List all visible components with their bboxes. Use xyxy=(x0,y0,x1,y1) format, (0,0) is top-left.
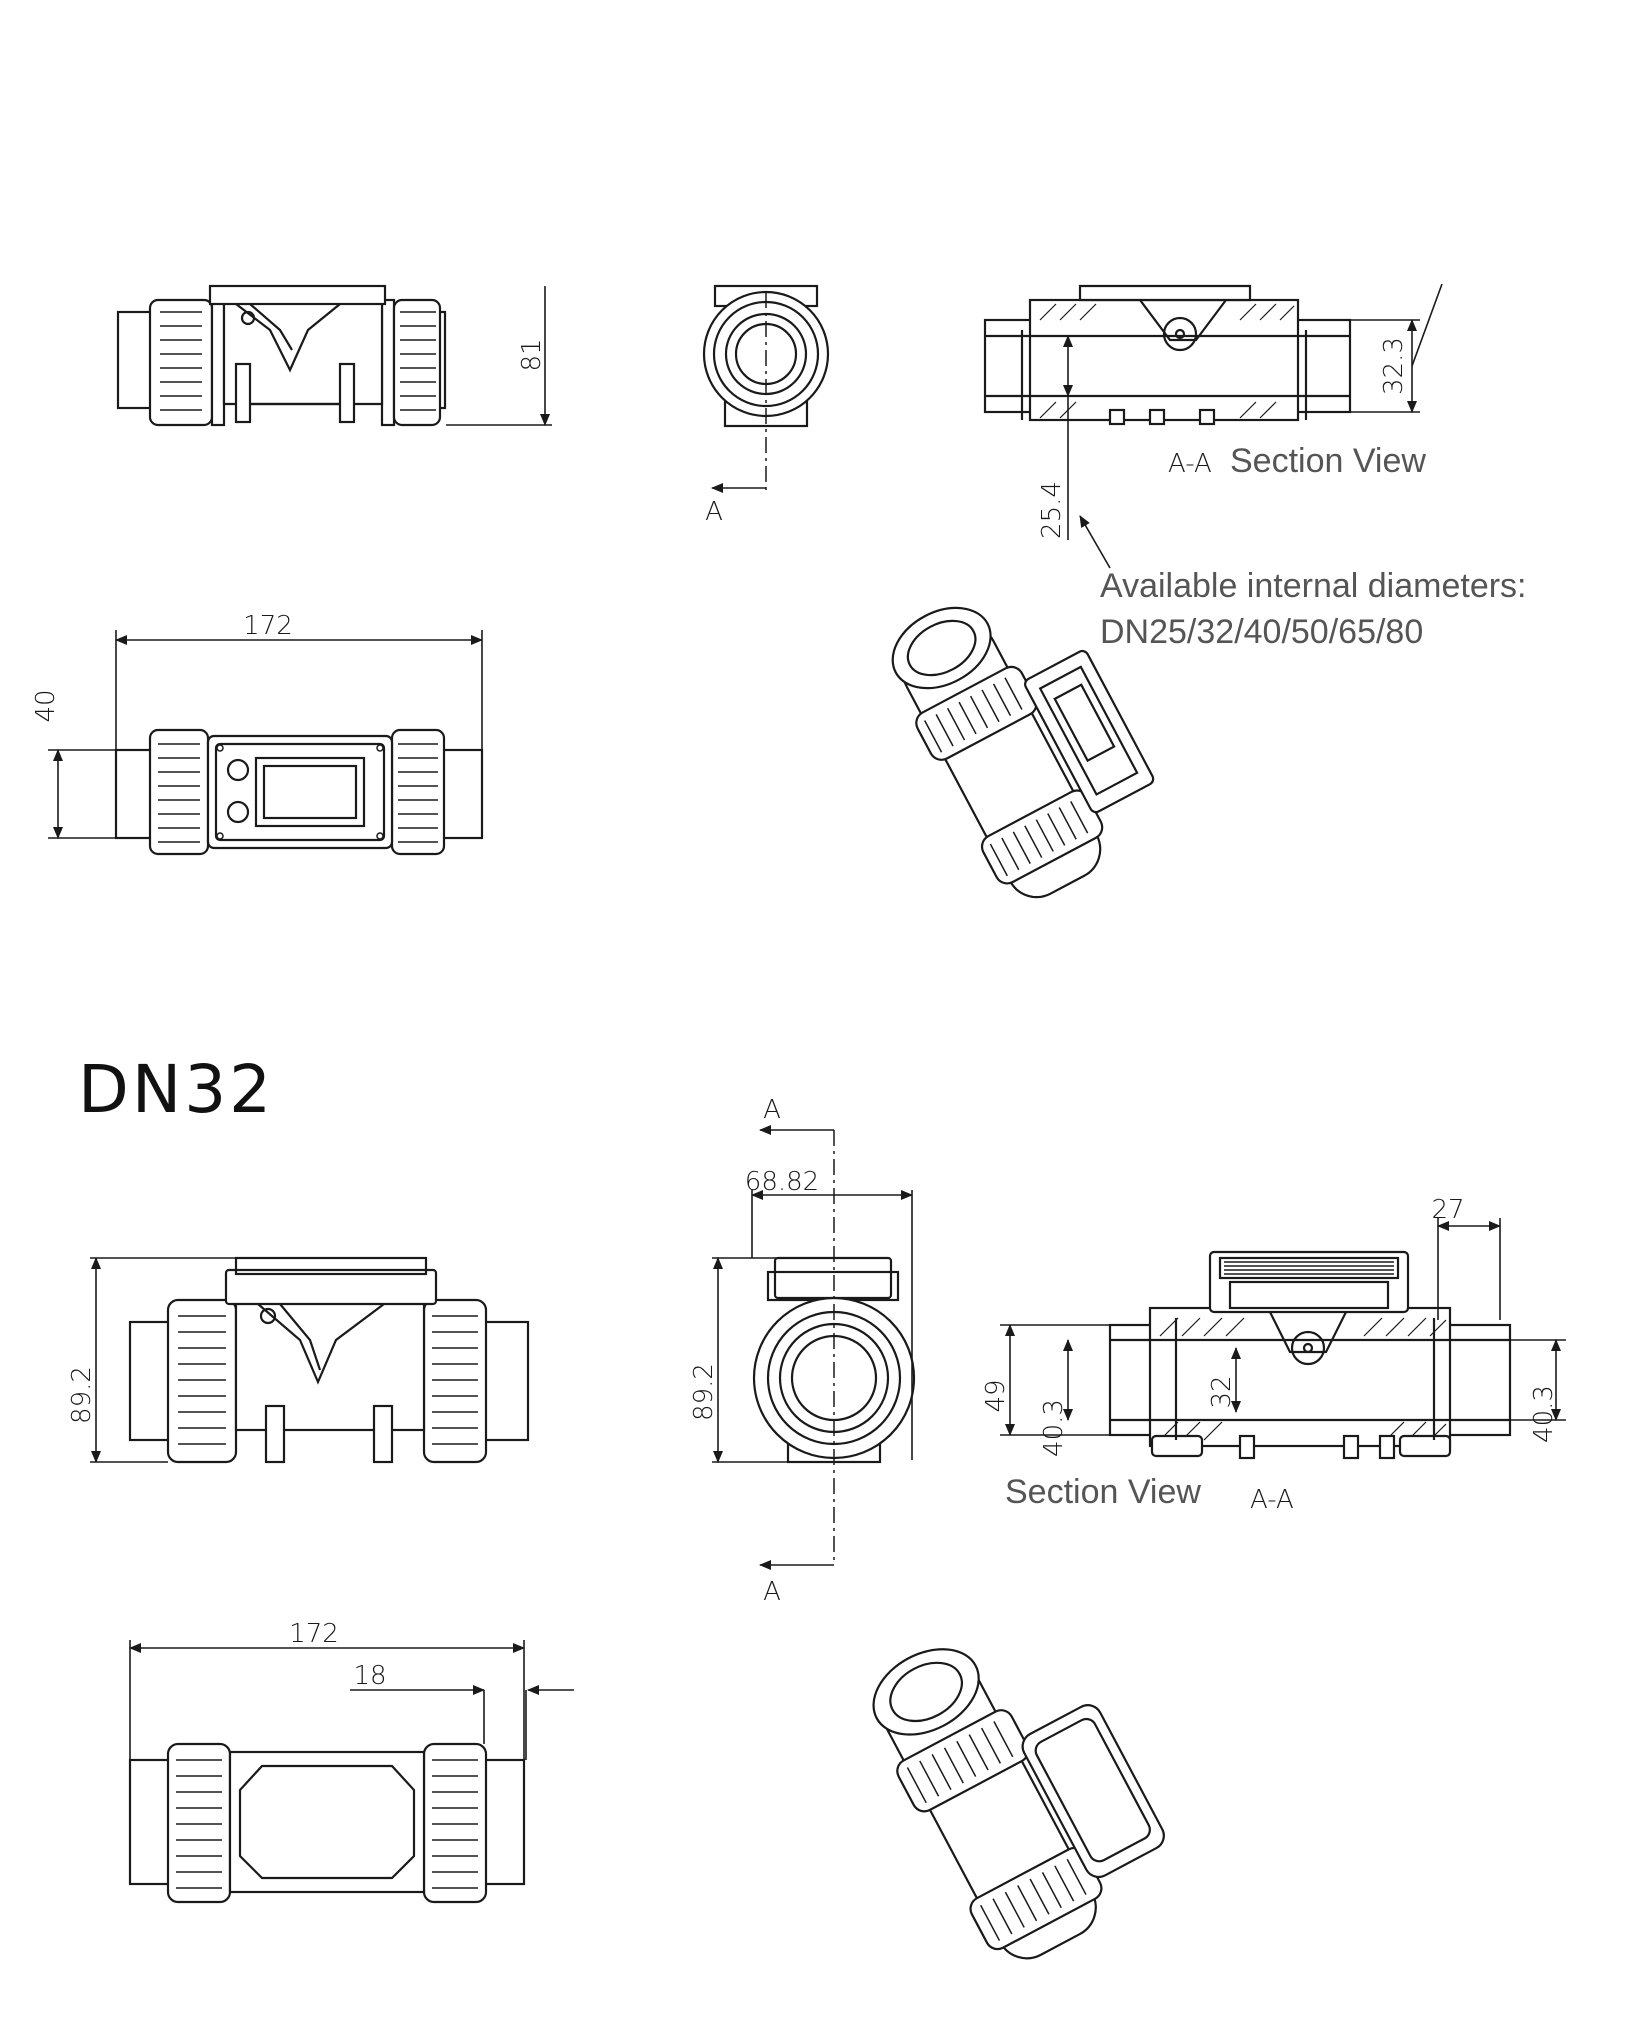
svg-text:32.3: 32.3 xyxy=(1379,337,1409,395)
section-label-mark-bottom: A-A xyxy=(1250,1485,1294,1515)
svg-text:25.4: 25.4 xyxy=(1037,481,1067,539)
svg-text:40.3: 40.3 xyxy=(1529,1385,1559,1443)
top-plan-view xyxy=(114,728,484,856)
note-line-2: DN25/32/40/50/65/80 xyxy=(1100,613,1423,651)
svg-text:172: 172 xyxy=(289,1619,339,1649)
bottom-isometric-view xyxy=(872,1648,1165,1960)
dim-172-top: 172 xyxy=(115,611,483,750)
dim-68-82: 68.82 xyxy=(745,1167,913,1460)
note-line-1: Available internal diameters: xyxy=(1100,567,1527,605)
dim-40-3-left: 40.3 xyxy=(1039,1339,1073,1457)
dim-40-3-right: 40.3 xyxy=(1510,1339,1566,1443)
top-side-view: A xyxy=(702,284,830,527)
svg-text:68.82: 68.82 xyxy=(745,1167,819,1197)
top-isometric-view xyxy=(891,606,1155,899)
svg-text:27: 27 xyxy=(1431,1195,1464,1225)
svg-text:81: 81 xyxy=(517,338,547,371)
bottom-plan-view xyxy=(128,1742,526,1904)
dim-89-2-front: 89.2 xyxy=(67,1257,236,1463)
bottom-side-view: A A xyxy=(752,1095,916,1607)
svg-text:40.3: 40.3 xyxy=(1039,1399,1069,1457)
top-front-view xyxy=(116,284,447,427)
dim-32-3: 32.3 xyxy=(1350,283,1443,413)
svg-text:89.2: 89.2 xyxy=(689,1363,719,1421)
section-view-label: Section View xyxy=(1230,442,1426,480)
svg-text:18: 18 xyxy=(353,1661,386,1691)
dim-172-bottom: 172 xyxy=(129,1619,525,1760)
dim-27: 27 xyxy=(1431,1195,1501,1320)
svg-text:32: 32 xyxy=(1207,1375,1237,1408)
section-label-mark: A-A xyxy=(1168,449,1212,479)
svg-text:172: 172 xyxy=(243,611,293,641)
svg-text:89.2: 89.2 xyxy=(67,1366,97,1424)
bottom-section-view xyxy=(1108,1250,1512,1460)
dim-49: 49 xyxy=(981,1324,1110,1436)
dim-89-2-side: 89.2 xyxy=(689,1257,788,1463)
section-marker-top: A xyxy=(763,1095,781,1125)
section-marker-bottom: A xyxy=(763,1577,781,1607)
section-marker: A xyxy=(705,497,723,527)
dim-18: 18 xyxy=(350,1661,574,1760)
dim-81: 81 xyxy=(446,286,552,426)
dn32-heading: DN32 xyxy=(78,1051,274,1128)
top-section-view xyxy=(983,284,1352,426)
svg-text:40: 40 xyxy=(31,689,61,722)
dim-25-4: 25.4 xyxy=(1037,335,1111,569)
section-view-label-bottom: Section View xyxy=(1005,1473,1201,1511)
svg-text:49: 49 xyxy=(981,1379,1011,1412)
bottom-front-view xyxy=(128,1256,530,1464)
dim-32: 32 xyxy=(1207,1347,1241,1413)
dim-40: 40 xyxy=(31,689,116,839)
